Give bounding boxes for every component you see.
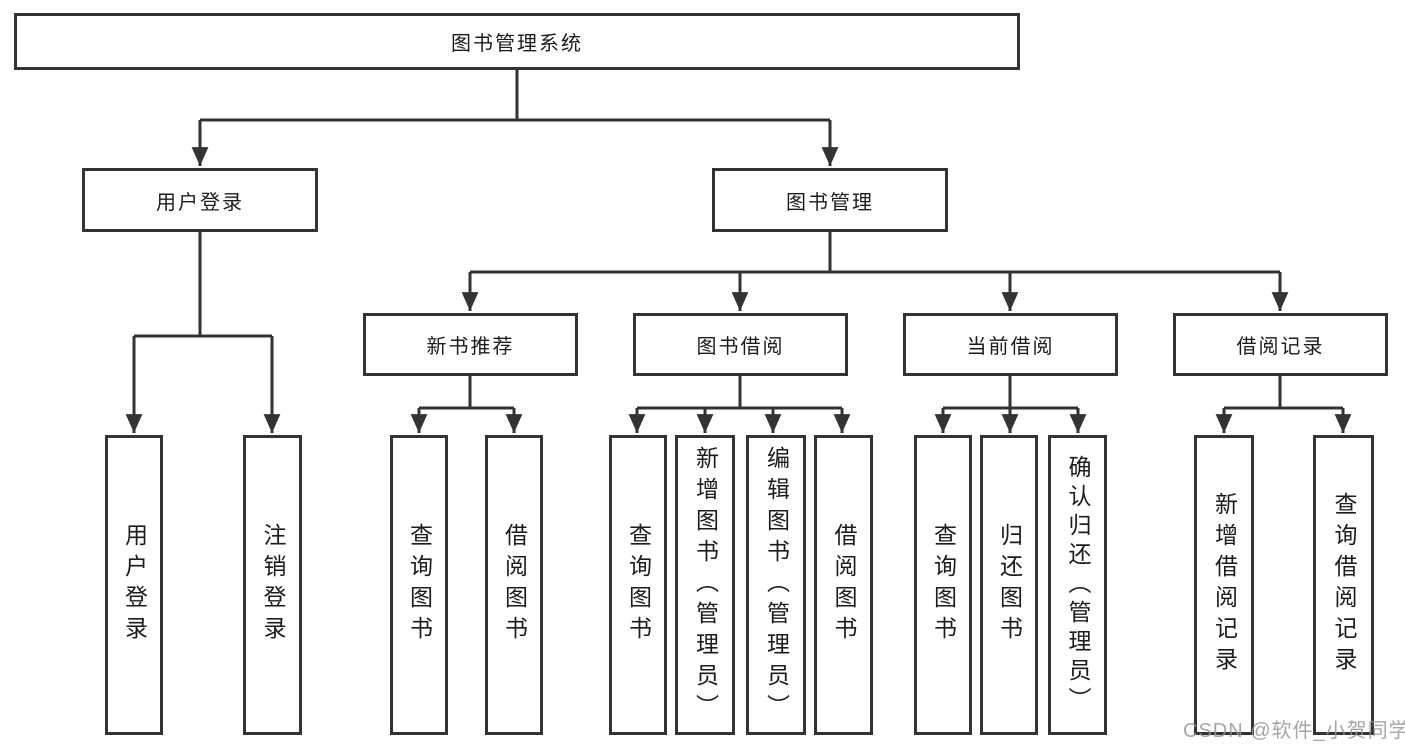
leaf-query-books-recommend: 查询图书 [390, 435, 448, 735]
leaf-query-books-current: 查询图书 [914, 435, 972, 735]
node-user-login: 用户登录 [82, 168, 318, 232]
node-current-borrowing: 当前借阅 [903, 313, 1118, 376]
node-new-book-recommend: 新书推荐 [363, 313, 578, 376]
node-borrow-records: 借阅记录 [1173, 313, 1388, 376]
leaf-confirm-return-admin: 确认归还（管理员） [1048, 435, 1107, 735]
leaf-logout: 注销登录 [243, 435, 302, 735]
leaf-add-borrow-record: 新增借阅记录 [1194, 435, 1254, 735]
node-book-borrowing: 图书借阅 [633, 313, 848, 376]
leaf-borrow-books-borrowing: 借阅图书 [814, 435, 873, 735]
leaf-add-books-admin: 新增图书（管理员） [675, 435, 735, 735]
csdn-watermark: CSDN @软件_小贺同学 [1183, 720, 1405, 742]
leaf-return-books: 归还图书 [980, 435, 1038, 735]
node-book-management: 图书管理 [712, 168, 948, 232]
leaf-query-borrow-record: 查询借阅记录 [1313, 435, 1374, 735]
leaf-borrow-books-recommend: 借阅图书 [485, 435, 543, 735]
leaf-query-books-borrowing: 查询图书 [609, 435, 667, 735]
leaf-user-login: 用户登录 [105, 435, 163, 735]
leaf-edit-books-admin: 编辑图书（管理员） [746, 435, 806, 735]
node-root: 图书管理系统 [14, 13, 1020, 70]
